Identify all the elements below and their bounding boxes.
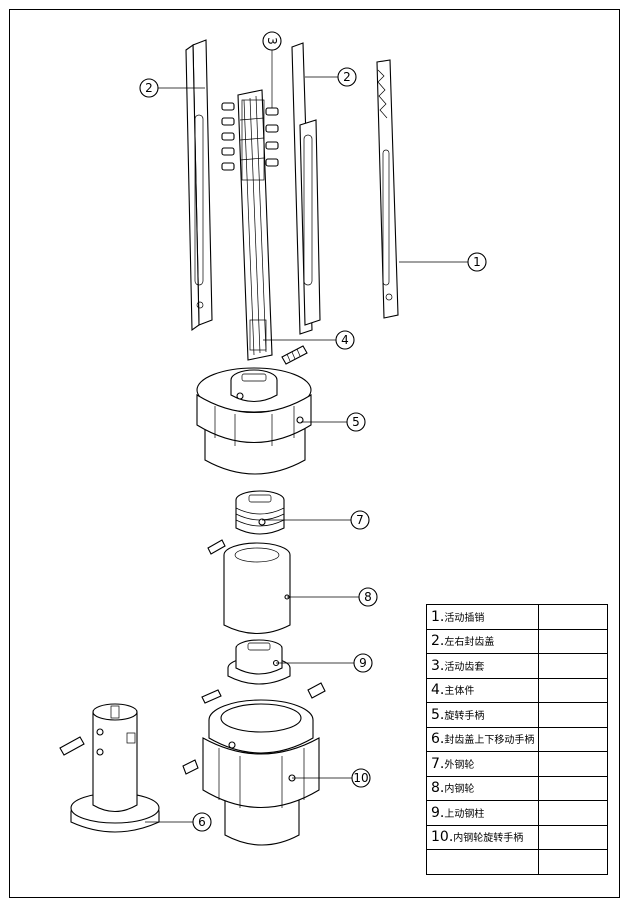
part-name: 左右封齿盖 — [444, 637, 495, 649]
part-name: 封齿盖上下移动手柄 — [444, 735, 535, 747]
table-row — [426, 849, 609, 875]
right-cover-plate — [291, 42, 321, 335]
callout-labels: 1 2 2 3 4 5 7 8 9 10 6 — [145, 37, 481, 829]
part-name: 活动插销 — [444, 612, 485, 624]
movable-tooth-sleeves — [265, 107, 279, 167]
drawing-frame — [9, 9, 620, 898]
part-quantity-cell — [537, 849, 609, 875]
part-name-cell — [426, 849, 539, 875]
callout-leaders — [145, 50, 468, 823]
part-quantity-cell — [537, 726, 609, 752]
inner-gear-rotating-handle — [202, 699, 320, 846]
part-name-cell: 3.活动齿套 — [426, 653, 539, 679]
part-quantity-cell — [537, 751, 609, 777]
part-quantity-cell — [537, 824, 609, 850]
part-number: 2. — [431, 633, 445, 650]
part-name: 主体件 — [444, 686, 475, 698]
part-number: 7. — [431, 755, 445, 772]
cover-moving-handle — [70, 703, 160, 833]
part-name: 内钢轮旋转手柄 — [453, 833, 524, 845]
dowel-pin — [207, 539, 226, 555]
set-screw-top — [281, 345, 308, 365]
callout-8: 8 — [364, 590, 372, 604]
part-name-cell: 7.外钢轮 — [426, 751, 539, 777]
part-name: 上动钢柱 — [444, 808, 485, 820]
part-name-cell: 1.活动插销 — [426, 604, 539, 630]
movable-pin-plate — [376, 59, 399, 319]
callout-7: 7 — [356, 513, 364, 527]
part-name: 活动齿套 — [444, 661, 485, 673]
left-cover-plate — [185, 39, 213, 332]
callout-4: 4 — [341, 333, 349, 347]
callout-5: 5 — [352, 415, 360, 429]
part-number: 5. — [431, 706, 445, 723]
part-number: 6. — [431, 731, 445, 748]
part-name: 旋转手柄 — [444, 710, 485, 722]
table-row: 7.外钢轮 — [426, 751, 609, 777]
table-row: 5.旋转手柄 — [426, 702, 609, 728]
part-quantity-cell — [537, 677, 609, 703]
part-name-cell: 9.上动钢柱 — [426, 800, 539, 826]
part-number: 4. — [431, 682, 445, 699]
callout-6: 6 — [198, 815, 206, 829]
part-name-cell: 8.内钢轮 — [426, 775, 539, 801]
part-number: 8. — [431, 780, 445, 797]
part-quantity-cell — [537, 653, 609, 679]
part-number: 9. — [431, 804, 445, 821]
screws-near-collar — [201, 682, 326, 704]
part-quantity-cell — [537, 702, 609, 728]
inner-gear-cylinder — [223, 542, 291, 634]
part-name-cell: 5.旋转手柄 — [426, 702, 539, 728]
part-name: 外钢轮 — [444, 759, 475, 771]
part-number: 1. — [431, 608, 445, 625]
callout-1: 1 — [473, 255, 481, 269]
table-row: 8.内钢轮 — [426, 775, 609, 801]
table-row: 2.左右封齿盖 — [426, 628, 609, 654]
part-quantity-cell — [537, 628, 609, 654]
table-row: 4.主体件 — [426, 677, 609, 703]
callout-3: 3 — [265, 37, 279, 45]
callout-10: 10 — [353, 771, 368, 785]
part-quantity-cell — [537, 800, 609, 826]
upper-moving-collar — [227, 639, 291, 685]
part-number: 10. — [431, 829, 454, 846]
part-name-cell: 2.左右封齿盖 — [426, 628, 539, 654]
screws-near-handle — [59, 736, 199, 775]
small-pins-left — [221, 102, 235, 171]
table-row: 6.封齿盖上下移动手柄 — [426, 726, 609, 752]
table-row: 1.活动插销 — [426, 604, 609, 630]
callout-9: 9 — [359, 656, 367, 670]
part-name-cell: 10.内钢轮旋转手柄 — [426, 824, 539, 850]
outer-gear — [235, 490, 285, 535]
part-quantity-cell — [537, 604, 609, 630]
part-number: 3. — [431, 657, 445, 674]
part-name-cell: 4.主体件 — [426, 677, 539, 703]
table-row: 9.上动钢柱 — [426, 800, 609, 826]
rotating-handle-nut — [196, 367, 312, 475]
callout-2-right: 2 — [343, 70, 351, 84]
main-body-part — [237, 89, 273, 361]
callout-2-left: 2 — [145, 81, 153, 95]
table-row: 3.活动齿套 — [426, 653, 609, 679]
part-name-cell: 6.封齿盖上下移动手柄 — [426, 726, 539, 752]
table-row: 10.内钢轮旋转手柄 — [426, 824, 609, 850]
part-name: 内钢轮 — [444, 784, 475, 796]
callout-circles — [139, 31, 487, 832]
part-quantity-cell — [537, 775, 609, 801]
